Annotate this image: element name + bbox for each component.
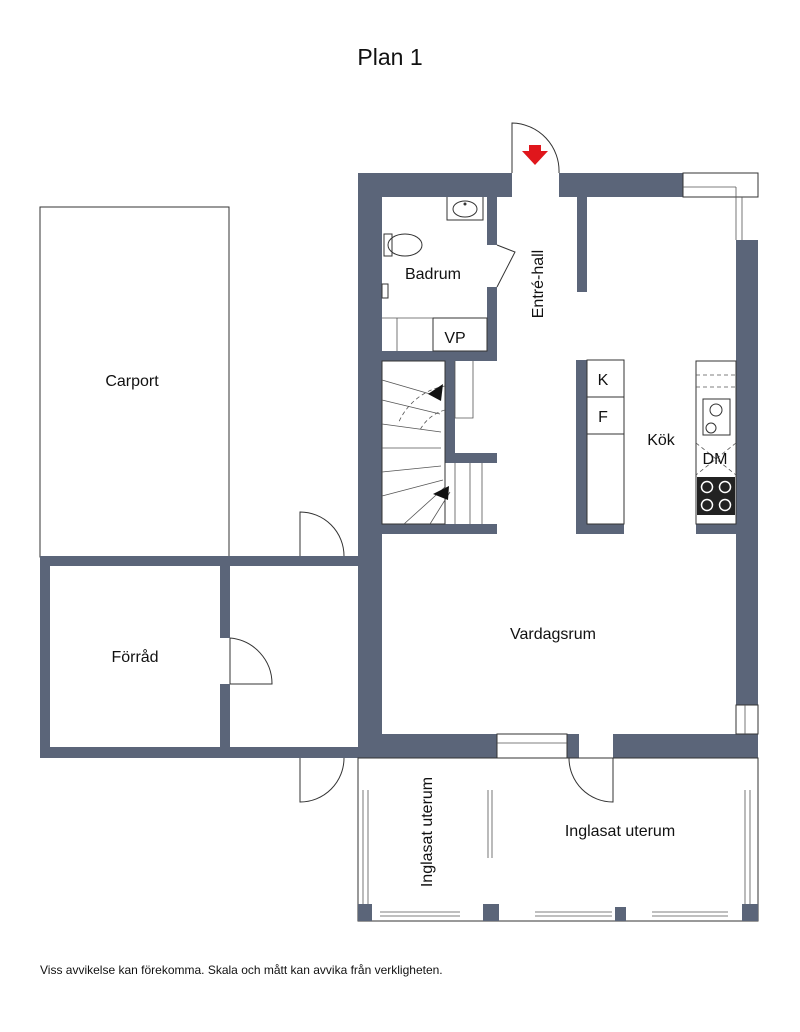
plan-title: Plan 1 — [357, 44, 423, 70]
uterum-door — [568, 757, 614, 803]
bathroom-door — [496, 244, 516, 288]
side-door-top — [299, 511, 345, 557]
bath-bench — [382, 317, 433, 351]
label-f: F — [598, 409, 608, 426]
kitchen-counter — [695, 360, 737, 525]
label-vp: VP — [444, 330, 465, 347]
windows — [496, 172, 759, 759]
label-k: K — [598, 372, 609, 389]
room-uterum-left: Inglasat uterum — [419, 777, 436, 887]
room-uterum-right: Inglasat uterum — [565, 823, 675, 840]
vp-box — [432, 317, 488, 352]
room-badrum: Badrum — [405, 266, 461, 283]
uterum-structure — [357, 757, 759, 922]
stove-icon — [697, 477, 735, 515]
kitchen-sink-icon — [702, 398, 731, 436]
room-entre-hall: Entré-hall — [530, 250, 547, 318]
forrad-door — [229, 637, 273, 685]
entrance-arrow-icon — [522, 145, 548, 165]
room-forrad: Förråd — [111, 648, 158, 666]
entrance-door — [511, 122, 560, 174]
label-dm: DM — [703, 451, 728, 468]
toilet-icon — [383, 233, 423, 257]
house-walls — [358, 173, 758, 758]
sink-icon — [446, 197, 484, 221]
room-kok: Kök — [647, 432, 676, 449]
side-door-bottom — [299, 757, 345, 803]
room-carport: Carport — [105, 373, 159, 390]
forrad-walls — [40, 556, 358, 758]
bathroom-tap-icon — [381, 283, 389, 299]
staircase — [381, 360, 483, 525]
disclaimer-text: Viss avvikelse kan förekomma. Skala och … — [40, 963, 443, 977]
room-vardagsrum: Vardagsrum — [510, 626, 596, 643]
island-counter — [586, 433, 625, 525]
